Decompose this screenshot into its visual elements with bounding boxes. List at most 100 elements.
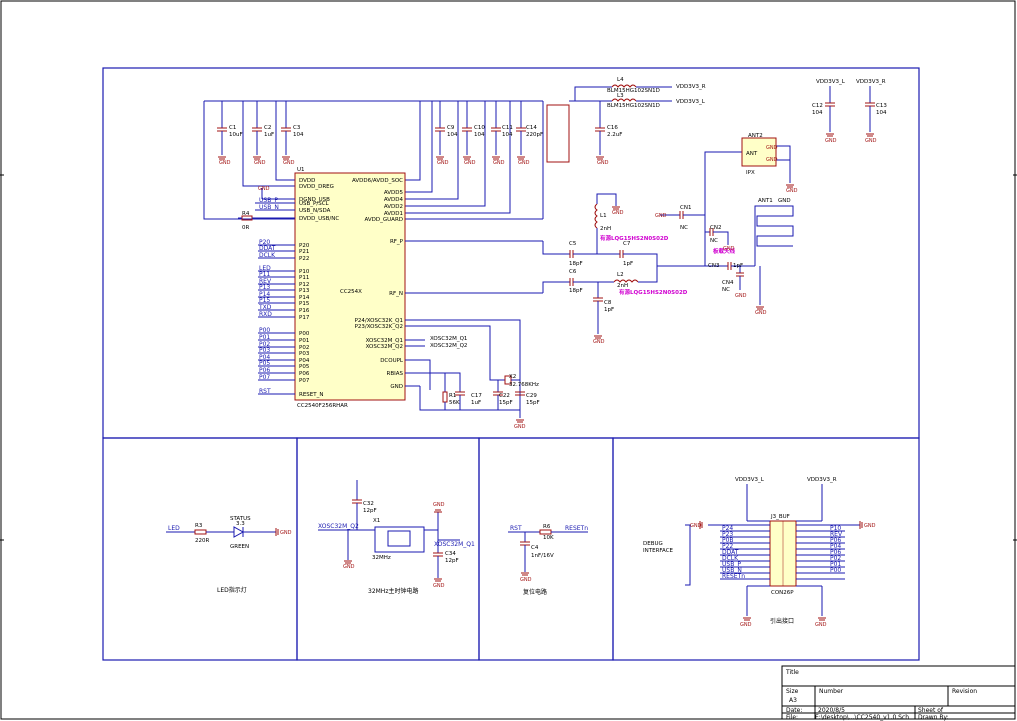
c11-value: 104 (502, 132, 513, 138)
ipx-label: IPX (746, 170, 755, 176)
header-left-pin: RESETn (722, 573, 745, 580)
chip-left-pin: USB_P/SCL (299, 201, 330, 207)
c14-value: 220pF (526, 132, 543, 138)
left-net-label: P04 (259, 354, 270, 361)
xosc-q2-net: XOSC32M_Q2 (430, 343, 467, 349)
antenna-note: 板载天线 (713, 247, 736, 255)
j3-ref: J3_BUF (770, 514, 790, 520)
date-label: Date: (786, 707, 802, 714)
led-frame (102, 437, 298, 661)
r1-value: 56K (449, 400, 460, 406)
l1-note: 有源LQG15HS2N0S02D (600, 234, 669, 242)
j3-part: CON26P (771, 590, 794, 596)
chip-left-pin: P12 (299, 282, 309, 288)
chip-right-pin: AVDD_GUARD (365, 217, 404, 223)
rf-network (405, 137, 794, 423)
l2-ref: L2 (617, 272, 624, 278)
file-value: E:\desktop\...\CC2540_v1.0.Sch (815, 714, 909, 721)
chip-left-pin: P11 (299, 275, 309, 281)
chip-left-pin: DGND_USB (299, 197, 330, 203)
left-net-label: DDAT (259, 245, 276, 252)
c2-value: 1uF (264, 132, 274, 138)
ant2-pin: ANT (746, 151, 758, 157)
left-net-label: P03 (259, 347, 270, 354)
l1-ref: L1 (600, 213, 607, 219)
x2-ref: X2 (509, 374, 516, 380)
c22-value: 15pF (499, 400, 513, 406)
left-net-label: RST (259, 388, 271, 395)
chip-left-pin: P22 (299, 256, 309, 262)
left-net-label: P01 (259, 334, 270, 341)
c29-value: 15pF (526, 400, 540, 406)
c6-ref: C6 (569, 269, 577, 275)
debug-label-2: INTERFACE (643, 548, 674, 554)
section-reset-caption: 复位电路 (523, 588, 547, 596)
size-value: A3 (789, 697, 797, 704)
header-left-pin: DCLK (722, 555, 739, 562)
header-left-pin: USB_P (722, 561, 741, 568)
chip-left-pin: DVDD_USB/NC (299, 216, 339, 222)
led-color: GREEN (230, 544, 249, 550)
cn1-ref: CN1 (680, 205, 691, 211)
l4-ref: L4 (617, 77, 624, 83)
gnd-c12: GND (825, 138, 837, 144)
r3-value: 220R (195, 538, 209, 544)
header-left-pin: P0B (722, 537, 734, 544)
gnd-osc-2: GND (433, 583, 445, 589)
chip-left-pin: USB_N/SDA (299, 208, 331, 214)
left-net-label: TXD (258, 304, 272, 311)
section-osc-caption: 32MHz主时钟电路 (368, 587, 418, 595)
ant1-ref: ANT1 (758, 198, 773, 204)
debug-vdd-l: VDD3V3_L (735, 477, 765, 483)
l1-value: 2nH (600, 226, 611, 232)
chip-right-pin: RF_P (390, 239, 404, 245)
x1-value: 32MHz (372, 555, 391, 561)
c12-ref: C12 (812, 103, 823, 109)
left-net-label: P13 (259, 284, 270, 291)
chip-right-pin: AVDD6/AVDD_SOC (352, 178, 403, 184)
status-ref: 3.3 (236, 521, 245, 527)
chip-left-pin: P05 (299, 364, 310, 370)
net-vdd-r-top: VDD3V3_R (676, 84, 706, 90)
gnd-reset: GND (520, 577, 532, 583)
c8-value: 1pF (604, 307, 614, 313)
chip-left-pins: DVDDDVDD_DREGDGND_USBUSB_P/SCLUSB_N/SDAD… (299, 178, 339, 398)
c4-value: 1nF/16V (531, 553, 554, 559)
debug-header (685, 484, 863, 621)
led-circuit (166, 526, 279, 538)
c12-value: 104 (812, 110, 823, 116)
c17-value: 1uF (471, 400, 481, 406)
chip-left-pin: P01 (299, 338, 309, 344)
chip-right-pin: DCOUPL (380, 358, 404, 364)
status-label: STATUS (230, 516, 251, 522)
size-label: Size (786, 688, 799, 695)
header-right-pin: P06 (830, 549, 841, 556)
gnd-l1: GND (612, 210, 624, 216)
gnd-c8: GND (593, 339, 605, 345)
osc-net-q2: XOSC32M_Q2 (318, 523, 359, 530)
c5-value: 18pF (569, 261, 583, 267)
section-led-caption: LED指示灯 (217, 586, 247, 594)
cn2-ref: CN2 (710, 225, 721, 231)
osc-frame (296, 437, 480, 661)
c14-ref: C14 (526, 125, 537, 131)
power-decoupling (203, 84, 672, 220)
header-left-pin: P23 (722, 531, 733, 538)
chip-left-pin: DVDD (299, 178, 315, 184)
r6-value: 10K (543, 535, 554, 541)
gnd-ant1: GND (755, 310, 767, 316)
file-label: File: (786, 714, 798, 721)
c11-ref: C11 (502, 125, 513, 131)
c7-value: 1pF (623, 261, 633, 267)
gnd-usb: GND (258, 186, 270, 192)
chip-left-pin: P20 (299, 243, 310, 249)
chip-right-pin: AVDD2 (384, 204, 403, 210)
date-value: 2020/8/5 (818, 707, 845, 714)
cn2-value: NC (710, 238, 718, 244)
debug-frame (612, 437, 920, 661)
gnd-cn2: GND (723, 246, 735, 252)
r3-ref: R3 (195, 523, 203, 529)
chip-right-pin: P24/XOSC32K_Q1 (355, 318, 403, 324)
